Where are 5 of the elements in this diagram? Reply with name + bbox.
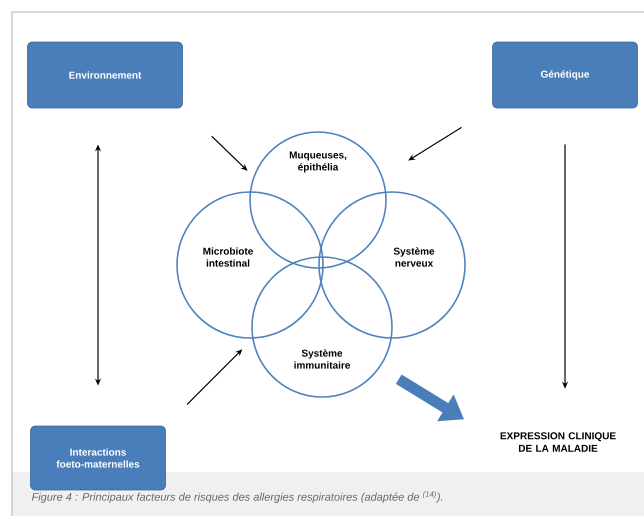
outcome-label: EXPRESSION CLINIQUE DE LA MALADIE [500, 432, 616, 452]
figure-caption: Figure 4 : Principaux facteurs de risques des allergies respiratoires (adaptée de $^{(14)}$). [32, 491, 442, 503]
factor-box: Interactions foeto-maternelles [30, 426, 166, 490]
factor-box: Génétique [492, 42, 638, 108]
factor-box: Environnement [27, 42, 183, 108]
